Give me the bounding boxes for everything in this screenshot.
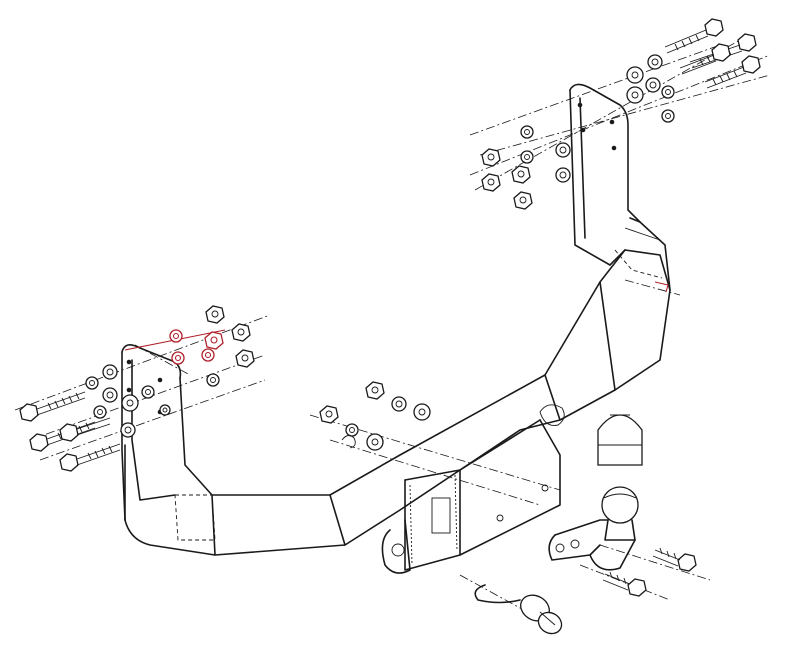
bolt-right-4 xyxy=(679,43,731,75)
right-mounting-bracket xyxy=(569,83,661,266)
tow-ball-assembly xyxy=(548,414,643,571)
washer xyxy=(413,403,431,421)
nut xyxy=(481,173,501,192)
washer xyxy=(169,329,183,343)
bolt-right-3 xyxy=(704,55,761,89)
electric-socket xyxy=(474,584,563,635)
washer xyxy=(102,387,118,403)
washer xyxy=(626,66,644,84)
washer xyxy=(661,85,675,99)
washer xyxy=(102,364,118,380)
washer xyxy=(141,385,155,399)
bolts xyxy=(19,18,761,597)
assembly-axis-lines xyxy=(14,39,771,631)
washer xyxy=(555,142,571,158)
nut xyxy=(235,349,255,368)
cross-beam xyxy=(124,217,671,556)
nuts xyxy=(204,148,533,424)
nut xyxy=(231,323,251,342)
washer xyxy=(391,396,407,412)
washer xyxy=(206,373,220,387)
nut xyxy=(511,165,531,184)
receiver-housing xyxy=(381,404,565,574)
nut xyxy=(204,331,224,350)
washer xyxy=(520,150,534,164)
washer xyxy=(171,351,185,365)
washer xyxy=(645,77,661,93)
nut xyxy=(481,148,501,167)
bolt-ball-2 xyxy=(602,571,647,597)
washer xyxy=(647,54,663,70)
washer xyxy=(85,376,99,390)
bolt-right-1 xyxy=(664,18,724,54)
washer xyxy=(159,404,171,416)
nut xyxy=(205,305,225,324)
washers xyxy=(85,54,675,451)
washer xyxy=(520,125,534,139)
washer xyxy=(121,394,139,412)
washer xyxy=(120,422,136,438)
nut xyxy=(513,191,533,210)
bolt-left-1 xyxy=(19,391,86,422)
spring-clip xyxy=(341,435,356,449)
nut xyxy=(365,381,385,400)
washer xyxy=(93,405,107,419)
washer xyxy=(661,109,675,123)
nut xyxy=(319,405,339,424)
washer xyxy=(555,167,571,183)
bolt-left-3 xyxy=(59,443,121,472)
washer xyxy=(345,423,359,437)
washer xyxy=(626,86,644,104)
washer xyxy=(366,433,384,451)
bolt-left-2 xyxy=(29,421,96,452)
bolt-ball-1 xyxy=(652,547,697,572)
bolt-left-4 xyxy=(59,417,111,442)
washer xyxy=(201,348,215,362)
